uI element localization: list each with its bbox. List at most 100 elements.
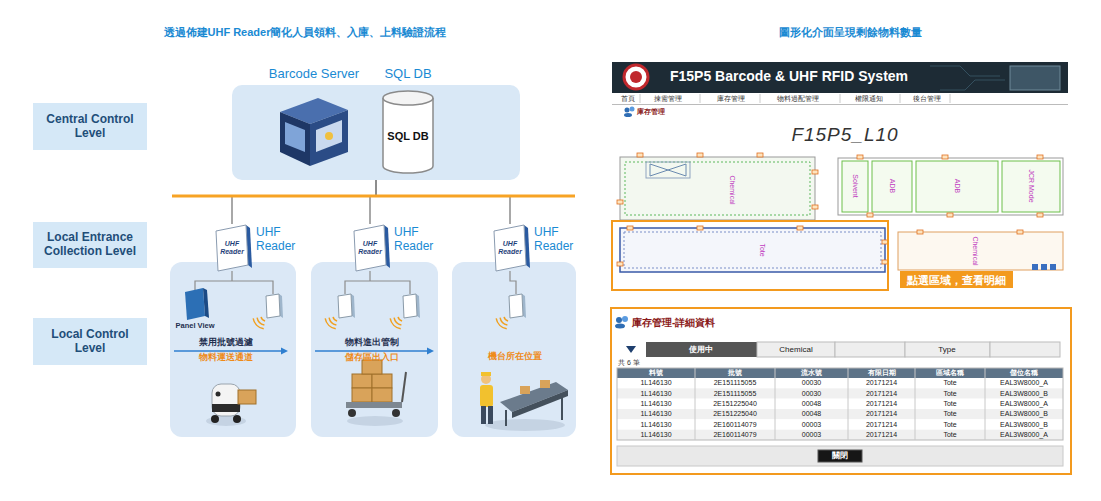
- close-button: 關閉: [832, 452, 848, 461]
- table-cell: 00003: [802, 421, 821, 429]
- app-menu-bar: [950, 94, 951, 103]
- table-cell: 2E160114079: [713, 431, 756, 439]
- floor-map: [942, 155, 948, 159]
- table-cell: 2E151115055: [714, 390, 757, 398]
- reader-label: UHF Reader: [394, 226, 440, 254]
- floor-map: [867, 213, 873, 217]
- app-menu-bar: [700, 94, 701, 103]
- table-cell: 00030: [802, 379, 821, 387]
- breadcrumb-icon: [624, 113, 632, 117]
- table-header: 區域名稱: [936, 369, 964, 377]
- antenna-icon: [338, 294, 355, 318]
- table-cell: 2E160114079: [713, 421, 756, 429]
- zone-name: ADB: [953, 179, 961, 193]
- reader-label: UHF Reader: [256, 226, 302, 254]
- floor-map: [637, 153, 643, 157]
- data-table: [818, 450, 862, 462]
- menu-item: 後台管理: [913, 95, 941, 103]
- app-header-bar: [930, 66, 1000, 76]
- floor-map: [612, 153, 1063, 290]
- robot-illustration: [211, 415, 219, 423]
- app-title: F15P5 Barcode & UHF RFID System: [670, 69, 908, 84]
- app-header-bar: [612, 62, 1068, 93]
- tab-row: [646, 342, 757, 357]
- bus-connector: [370, 180, 376, 224]
- floor-map: [697, 153, 703, 157]
- app-header-bar: [624, 65, 648, 89]
- floor-map: [1050, 264, 1056, 270]
- zone-name: Tote: [758, 243, 766, 256]
- floor-map: [617, 200, 623, 204]
- table-cell: Tote: [943, 410, 956, 418]
- floor-map: [1032, 264, 1038, 270]
- floor-map: [857, 155, 863, 159]
- reader-label: UHF Reader: [355, 240, 385, 256]
- robot-illustration: [216, 392, 221, 397]
- record-count: 共 6 筆: [618, 359, 640, 367]
- reader-icon: [494, 225, 526, 271]
- floor-map: [620, 228, 885, 272]
- app-menu-bar: [760, 94, 761, 103]
- panel-title: 庫存管理-詳細資料: [632, 317, 715, 329]
- server-band: Barcode ServerSQL DBSQL DB: [232, 85, 520, 180]
- cart-illustration: [348, 409, 356, 417]
- table-cell: 20171214: [866, 431, 897, 439]
- cart-illustration: [372, 374, 392, 388]
- floor-map: [612, 221, 888, 290]
- detail-icon: [616, 317, 622, 323]
- table-cell: EAL3W8000_B: [1000, 410, 1048, 418]
- floor-map: [627, 226, 633, 230]
- data-table: [617, 368, 1063, 378]
- machine-illustration: [520, 386, 530, 394]
- table-cell: 1L146130: [640, 379, 671, 387]
- app-menu-bar: [612, 93, 1068, 104]
- diagram-title: 透過佈建UHF Reader簡化人員領料、入庫、上料驗證流程: [164, 26, 447, 38]
- table-cell: 20171214: [866, 410, 897, 418]
- table-cell: 00030: [802, 390, 821, 398]
- callout-box: 點選區域，查看明細: [900, 271, 1013, 288]
- panel-text: Panel View: [175, 322, 214, 331]
- table-cell: Tote: [943, 400, 956, 408]
- flow-arrow: [174, 350, 282, 352]
- database-label: SQL DB: [387, 130, 428, 143]
- map-title: F15P5_L10: [791, 125, 898, 146]
- floor-map: [812, 170, 818, 174]
- app-header-bar: [940, 80, 1005, 90]
- data-table: [848, 368, 849, 440]
- antenna-icon: [509, 294, 523, 318]
- server-icon: [285, 122, 305, 152]
- panel-text: 儲存區出入口: [345, 353, 399, 363]
- floor-map: [646, 162, 690, 178]
- floor-map: [916, 161, 998, 212]
- breadcrumb-icon: [630, 107, 635, 112]
- menu-item: 揀需管理: [654, 95, 682, 103]
- robot-illustration: [206, 416, 246, 426]
- data-table: [915, 368, 916, 440]
- floor-map: [757, 153, 763, 157]
- antenna-icon: [403, 294, 420, 318]
- menu-item: 權限通知: [855, 95, 883, 103]
- level-box: Local Control Level: [33, 318, 147, 365]
- zone-name: ADB: [888, 179, 896, 193]
- floor-map: [624, 232, 881, 268]
- tab-label: Chemical: [779, 345, 812, 354]
- tab-row: [835, 342, 905, 357]
- table-cell: 2E151115055: [714, 379, 757, 387]
- detail-icon: [615, 324, 625, 329]
- table-cell: 2E151225040: [713, 400, 757, 408]
- table-cell: 1L146130: [640, 421, 671, 429]
- data-table: [695, 368, 696, 440]
- data-table: [775, 368, 776, 440]
- connector-group: [232, 180, 510, 224]
- antenna-icon: [403, 294, 417, 318]
- zone-name: Solvent: [851, 174, 859, 197]
- data-table: [617, 409, 1063, 419]
- antenna-icon: [266, 294, 280, 318]
- server-icon: [316, 120, 342, 152]
- panel-text: 物料運送通道: [199, 353, 253, 363]
- flow-arrow: [315, 350, 428, 352]
- data-table: [617, 368, 1063, 466]
- table-cell: EAL3W8000_B: [1000, 421, 1048, 429]
- floor-map: [947, 213, 953, 217]
- app-menu-bar: [900, 94, 901, 103]
